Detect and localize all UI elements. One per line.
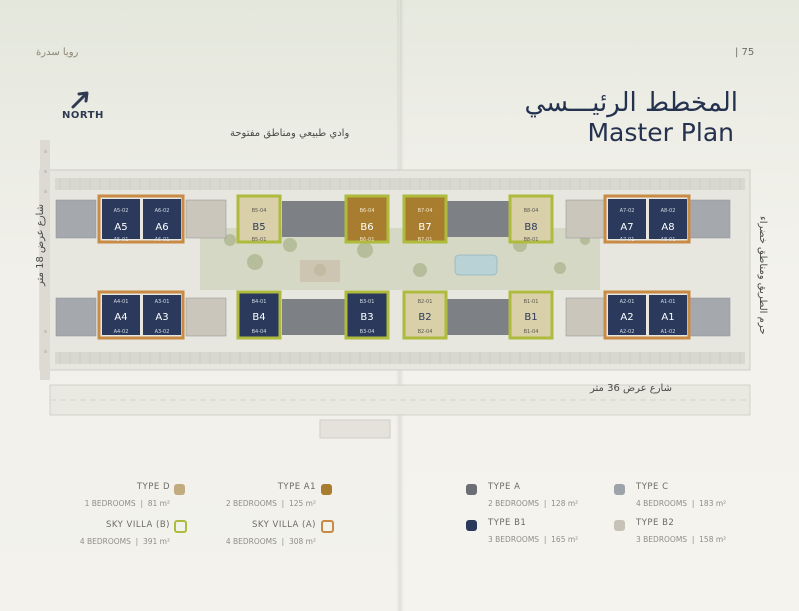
legend-name: TYPE B2 xyxy=(636,518,675,528)
unit-label: B4-01 xyxy=(252,299,267,305)
legend-name: SKY VILLA (A) xyxy=(251,520,316,530)
unit-label: A1-02 xyxy=(661,329,676,335)
unit-label: B2-01 xyxy=(418,299,433,305)
unit-label: B7-01 xyxy=(418,237,433,243)
unit-label: A8-01 xyxy=(661,237,676,243)
legend-swatch-type-a1 xyxy=(321,484,332,495)
block-label: A8 xyxy=(661,222,674,233)
legend-spec: 2 BEDROOMS | 128 m² xyxy=(488,499,579,508)
unit-label: B8-01 xyxy=(524,237,539,243)
block-label: B8 xyxy=(524,222,537,233)
block-label: B4 xyxy=(252,312,265,323)
legend-swatch-type-d xyxy=(174,484,185,495)
block-label: B1 xyxy=(524,312,537,323)
unit-label: B8-04 xyxy=(524,208,539,214)
legend-name: TYPE A1 xyxy=(277,482,316,492)
legend-name: TYPE B1 xyxy=(488,518,527,528)
legend-swatch-sky-villa-b xyxy=(174,520,187,533)
legend-spec: 3 BEDROOMS | 165 m² xyxy=(488,535,579,544)
legend-spec: 3 BEDROOMS | 158 m² xyxy=(636,535,727,544)
label-18m-street: شارع عرض 18 متر xyxy=(35,204,46,286)
unit-label: B3-01 xyxy=(360,299,375,305)
unit-label: B1-01 xyxy=(524,299,539,305)
legend-item-type-c: TYPE C 4 BEDROOMS | 183 m² xyxy=(636,482,746,508)
legend-spec: 2 BEDROOMS | 125 m² xyxy=(225,499,316,508)
block-label: A2 xyxy=(620,312,633,323)
unit-label: A2-01 xyxy=(620,299,635,305)
unit-label: B1-04 xyxy=(524,329,539,335)
unit-label: A4-01 xyxy=(114,299,129,305)
unit-label: A5-02 xyxy=(114,208,129,214)
unit-label: B5-04 xyxy=(252,208,267,214)
page-number: | 75 xyxy=(735,47,755,58)
block-label: A6 xyxy=(155,222,168,233)
block-label: A4 xyxy=(114,312,127,323)
unit-label: B6-04 xyxy=(360,208,375,214)
unit-label: B4-04 xyxy=(252,329,267,335)
unit-label: A1-01 xyxy=(661,299,676,305)
unit-label: A5-01 xyxy=(114,237,129,243)
unit-label: A8-02 xyxy=(661,208,676,214)
north-arrow-icon xyxy=(71,91,89,109)
unit-label: B6-01 xyxy=(360,237,375,243)
legend-item-type-b1: TYPE B1 3 BEDROOMS | 165 m² xyxy=(488,518,598,544)
label-green-areas: حرم الطريق ومناطق خضراء xyxy=(757,216,768,335)
legend-item-type-d: TYPE D 1 BEDROOMS | 81 m² xyxy=(70,482,170,508)
unit-label: B3-04 xyxy=(360,329,375,335)
unit-label: A6-01 xyxy=(155,237,170,243)
unit-label: A3-01 xyxy=(155,299,170,305)
block-label: B5 xyxy=(252,222,265,233)
unit-label: B2-04 xyxy=(418,329,433,335)
legend-item-type-a1: TYPE A1 2 BEDROOMS | 125 m² xyxy=(210,482,316,508)
legend-spec: 4 BEDROOMS | 391 m² xyxy=(79,537,170,546)
legend-item-type-a: TYPE A 2 BEDROOMS | 128 m² xyxy=(488,482,598,508)
legend-swatch-type-c xyxy=(614,484,625,495)
legend-name: TYPE D xyxy=(136,482,170,492)
legend-spec: 4 BEDROOMS | 308 m² xyxy=(225,537,316,546)
block-label: B2 xyxy=(418,312,431,323)
block-label: A5 xyxy=(114,222,127,233)
legend-spec: 1 BEDROOMS | 81 m² xyxy=(84,499,170,508)
legend-item-sky-villa-a: SKY VILLA (A) 4 BEDROOMS | 308 m² xyxy=(206,520,316,546)
unit-label: A2-02 xyxy=(620,329,635,335)
unit-label: A7-01 xyxy=(620,237,635,243)
unit-label: A4-02 xyxy=(114,329,129,335)
brand-name: رويا سدرة xyxy=(36,47,79,58)
title-arabic: المخطط الرئيـــسي xyxy=(524,88,738,118)
legend-name: SKY VILLA (B) xyxy=(105,520,170,530)
block-label: A7 xyxy=(620,222,633,233)
north-label: NORTH xyxy=(62,110,104,121)
legend-name: TYPE A xyxy=(488,482,521,492)
unit-label: A3-02 xyxy=(155,329,170,335)
unit-label: A6-02 xyxy=(155,208,170,214)
block-label: A1 xyxy=(661,312,674,323)
unit-label: B7-04 xyxy=(418,208,433,214)
legend-spec: 4 BEDROOMS | 183 m² xyxy=(636,499,727,508)
unit-label: A7-02 xyxy=(620,208,635,214)
block-label: B7 xyxy=(418,222,431,233)
legend-swatch-type-b1 xyxy=(466,520,477,531)
block-label: A3 xyxy=(155,312,168,323)
legend-swatch-sky-villa-a xyxy=(321,520,334,533)
block-label: B6 xyxy=(360,222,373,233)
legend-item-sky-villa-b: SKY VILLA (B) 4 BEDROOMS | 391 m² xyxy=(60,520,170,546)
legend-name: TYPE C xyxy=(636,482,669,492)
label-36m-street: شارع عرض 36 متر xyxy=(590,383,672,394)
legend-swatch-type-b2 xyxy=(614,520,625,531)
block-label: B3 xyxy=(360,312,373,323)
title-english: Master Plan xyxy=(587,118,734,147)
label-natural-valley: وادي طبيعي ومناطق مفتوحة xyxy=(230,128,350,139)
legend-item-type-b2: TYPE B2 3 BEDROOMS | 158 m² xyxy=(636,518,746,544)
legend-swatch-type-a xyxy=(466,484,477,495)
unit-label: B5-01 xyxy=(252,237,267,243)
